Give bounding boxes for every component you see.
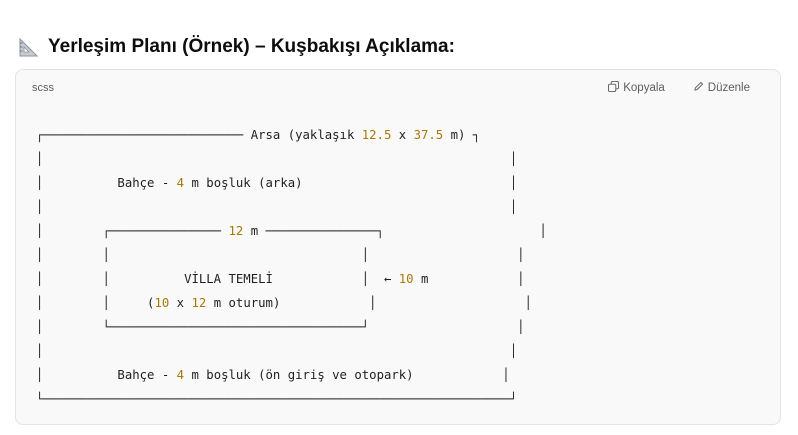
edit-label: Düzenle (707, 82, 750, 94)
code-text: │ Bahçe - (36, 368, 177, 382)
code-language-label: scss (32, 82, 54, 94)
code-text: │ │ ( (36, 296, 155, 310)
code-number: 12.5 (361, 128, 392, 142)
code-text: m boşluk (ön giriş ve otopark) │ (184, 368, 510, 382)
section-title: Yerleşim Planı (Örnek) – Kuşbakışı Açıkl… (48, 36, 455, 57)
code-text: m │ (413, 272, 525, 286)
code-line: ┌─────────────────────────── Arsa (yakla… (36, 123, 547, 147)
code-line: │ │ │ │ (36, 243, 547, 267)
code-number: 37.5 (413, 128, 444, 142)
code-text: │ │ VİLLA TEMELİ │ ← (36, 272, 399, 286)
code-number: 12 (228, 224, 244, 238)
code-block: scss Kopyala Düzenle ┌ (15, 69, 781, 425)
edit-button[interactable]: Düzenle (693, 81, 750, 95)
code-text: └───────────────────────────────────────… (36, 392, 518, 406)
code-text: x (169, 296, 192, 310)
code-line: │ └──────────────────────────────────┘ │ (36, 315, 547, 339)
code-number: 10 (154, 296, 170, 310)
code-text: x (391, 128, 414, 142)
copy-icon (608, 81, 620, 95)
code-text: │ │ │ │ (36, 248, 525, 262)
code-text: m oturum) │ │ (206, 296, 533, 310)
code-number: 4 (176, 176, 185, 190)
code-line: │ │ VİLLA TEMELİ │ ← 10 m │ (36, 267, 547, 291)
code-block-header: scss Kopyala Düzenle (16, 70, 780, 108)
copy-label: Kopyala (623, 82, 665, 94)
code-line: │ │ (36, 195, 547, 219)
code-line: │ │ (36, 339, 547, 363)
code-line: │ │ (36, 147, 547, 171)
section-heading: Yerleşim Planı (Örnek) – Kuşbakışı Açıkl… (18, 33, 455, 61)
code-line: │ Bahçe - 4 m boşluk (ön giriş ve otopar… (36, 363, 547, 387)
code-line: │ ┌─────────────── 12 m ───────────────┐… (36, 219, 547, 243)
triangular-ruler-icon (18, 36, 40, 58)
code-line: └───────────────────────────────────────… (36, 387, 547, 411)
pencil-icon (693, 81, 704, 95)
code-content: ┌─────────────────────────── Arsa (yakla… (36, 123, 547, 411)
copy-button[interactable]: Kopyala (608, 81, 665, 95)
code-text: │ ┌─────────────── (36, 224, 229, 238)
code-text: m) ┐ (443, 128, 481, 142)
code-number: 10 (398, 272, 414, 286)
code-text: m boşluk (arka) │ (184, 176, 518, 190)
code-number: 12 (191, 296, 207, 310)
code-actions: Kopyala Düzenle (608, 81, 750, 95)
code-text: │ │ (36, 200, 518, 214)
code-text: │ │ (36, 344, 518, 358)
code-text: ┌─────────────────────────── Arsa (yakla… (36, 128, 362, 142)
code-text: │ Bahçe - (36, 176, 177, 190)
code-text: │ │ (36, 152, 518, 166)
code-line: │ Bahçe - 4 m boşluk (arka) │ (36, 171, 547, 195)
code-number: 4 (176, 368, 185, 382)
code-text: │ └──────────────────────────────────┘ │ (36, 320, 525, 334)
code-line: │ │ (10 x 12 m oturum) │ │ (36, 291, 547, 315)
code-text: m ───────────────┐ │ (243, 224, 547, 238)
